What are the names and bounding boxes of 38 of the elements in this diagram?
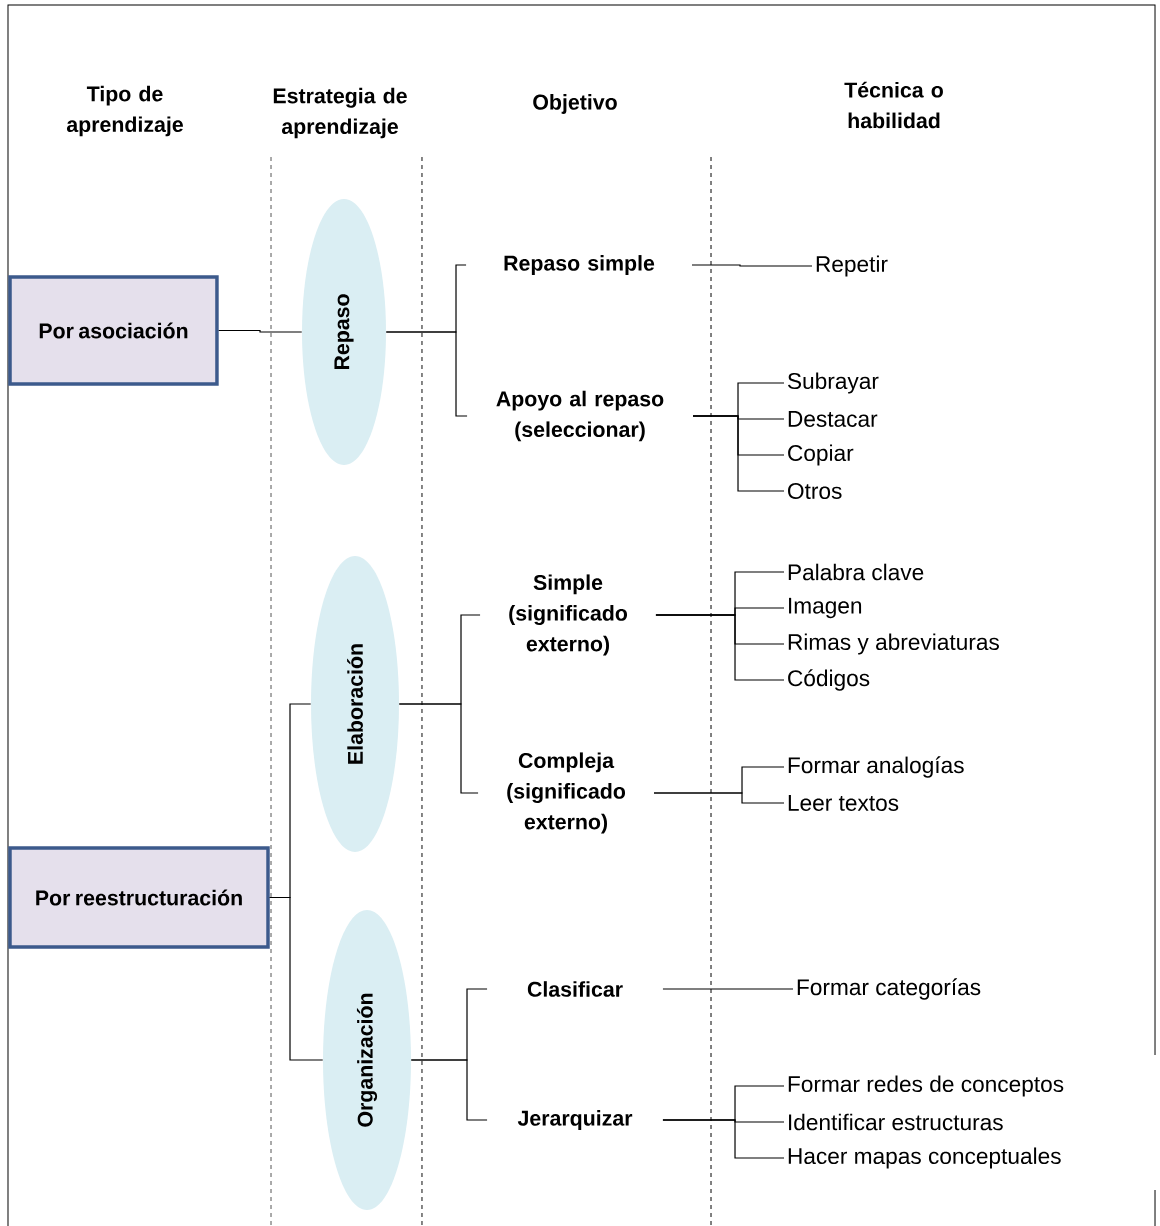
category-box: Por reestructuración xyxy=(8,846,270,949)
technique-label: Formar categorías xyxy=(797,978,981,1000)
objective-label: Simple (significado externo) xyxy=(509,574,628,656)
objective-label: Apoyo al repaso (seleccionar) xyxy=(496,390,664,442)
connector-line xyxy=(385,331,468,417)
connector-line xyxy=(218,329,303,333)
technique-label: Destacar xyxy=(788,411,878,427)
connector-line xyxy=(655,614,785,681)
technique-label: Copiar xyxy=(788,444,854,466)
objective-label: Repaso simple xyxy=(504,255,655,275)
connector-line xyxy=(410,1059,488,1121)
technique-label: Leer textos xyxy=(788,795,899,811)
technique-label: Formar redes de conceptos xyxy=(788,1075,1064,1097)
technique-label: Códigos xyxy=(788,669,870,691)
technique-label: Otros xyxy=(788,483,842,500)
technique-label: Palabra clave xyxy=(788,563,924,581)
technique-label: Imagen xyxy=(789,597,862,619)
column-heading: Objetivo xyxy=(533,94,617,114)
technique-label: Formar analogías xyxy=(788,756,964,778)
connector-line xyxy=(662,988,794,990)
objective-label: Compleja (significado externo) xyxy=(507,752,626,834)
technique-label: Identificar estructuras xyxy=(789,1113,1003,1131)
objective-label: Clasificar xyxy=(527,981,623,997)
objective-label: Jerarquizar xyxy=(517,1110,633,1130)
category-box: Por asociación xyxy=(8,275,219,386)
technique-label: Hacer mapas conceptuales xyxy=(788,1147,1061,1169)
connector-line xyxy=(269,896,324,1061)
connector-line xyxy=(398,703,479,794)
technique-label: Rimas y abreviaturas xyxy=(788,633,999,655)
column-heading: Tipo de aprendizaje xyxy=(66,85,183,137)
column-heading: Estrategia de aprendizaje xyxy=(273,87,407,139)
technique-label: Repetir xyxy=(816,255,888,277)
connector-line xyxy=(692,415,785,492)
connector-line xyxy=(662,1119,785,1159)
technique-label: Subrayar xyxy=(787,372,879,394)
column-heading: Técnica o habilidad xyxy=(844,81,943,129)
connector-line xyxy=(653,792,785,804)
connector-line xyxy=(691,264,813,267)
